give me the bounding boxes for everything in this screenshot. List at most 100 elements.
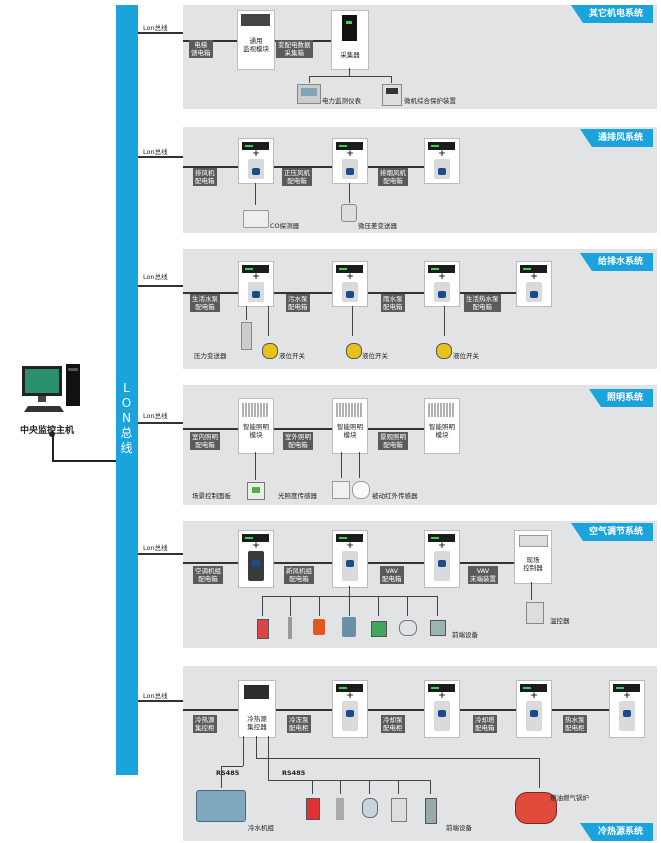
bus-tap: [138, 700, 183, 702]
bus-tap: [138, 553, 183, 555]
link-v: [341, 452, 342, 478]
bus-tap: [138, 32, 183, 34]
bus-tap: [138, 422, 183, 424]
label-tower: 冷却塔 配电箱: [473, 715, 497, 733]
controller-hw-pump[interactable]: +: [609, 680, 645, 738]
link-v: [340, 780, 341, 794]
device-icon: [288, 617, 292, 639]
monitor-module[interactable]: 通用 监视模块: [237, 10, 275, 70]
lon-label: Lon总线: [143, 412, 168, 420]
link-h: [256, 758, 539, 759]
label-sewage: 污水泵 配电箱: [286, 294, 310, 312]
link-v: [391, 76, 392, 83]
controller-sewage[interactable]: +: [332, 261, 368, 307]
label-lux: 光照度传感器: [278, 492, 317, 500]
controller-hot[interactable]: +: [516, 261, 552, 307]
controller-smoke-fan[interactable]: +: [424, 138, 460, 184]
collector[interactable]: 采集器: [331, 10, 369, 70]
label-rain: 雨水泵 配电箱: [381, 294, 405, 312]
field-controller-label: 现场 控制器: [523, 556, 543, 572]
label-hot: 生活热水泵 配电箱: [464, 294, 501, 312]
device-icon: [306, 798, 320, 820]
label-indoor: 室内照明 配电箱: [190, 432, 220, 450]
label-landscape: 景观照明 配电箱: [378, 432, 408, 450]
link-h: [268, 780, 430, 781]
label-relay: 微机综合保护装置: [404, 97, 456, 105]
link-v: [243, 736, 244, 766]
host-link-h: [52, 460, 116, 462]
link-h: [309, 76, 391, 77]
link-v: [407, 596, 408, 616]
link-v: [349, 596, 350, 616]
link-v: [430, 780, 431, 794]
controller-cw-pump[interactable]: +: [424, 680, 460, 738]
link-line: [183, 428, 443, 430]
link-v: [349, 183, 350, 203]
device-icon: [362, 798, 378, 818]
level-switch-icon: [346, 343, 362, 359]
link-v: [309, 76, 310, 83]
link-h: [262, 596, 438, 597]
module-label: 智能照明 模块: [243, 423, 269, 439]
label-dp: 微压差变送器: [358, 222, 397, 230]
co-detector-icon: [243, 210, 269, 228]
computer-icon: [22, 364, 80, 412]
label-hw-pump: 热水泵 配电柜: [563, 715, 587, 733]
link-v: [262, 596, 263, 616]
device-icon: [313, 619, 325, 635]
label-fresh: 新风机组 配电箱: [284, 566, 314, 584]
label-level-2: 液位开关: [362, 352, 388, 360]
label-smoke-fan: 排烟风机 配电箱: [378, 168, 408, 186]
lighting-module-2[interactable]: 智能照明 模块: [332, 398, 368, 454]
panel-title: 给排水系统: [579, 253, 653, 271]
host-link-dot: [49, 431, 55, 437]
device-icon: [430, 620, 446, 636]
controller-pressure-fan[interactable]: +: [332, 138, 368, 184]
lighting-module-3[interactable]: 智能照明 模块: [424, 398, 460, 454]
controller-ahu[interactable]: +: [238, 530, 274, 588]
host-link-v: [52, 434, 54, 462]
label-cw-pump: 冷却泵 配电柜: [381, 715, 405, 733]
controller-rain[interactable]: +: [424, 261, 460, 307]
controller-exhaust[interactable]: +: [238, 138, 274, 184]
device-icon: [336, 798, 344, 820]
link-v: [256, 736, 257, 758]
label-level-3: 液位开关: [453, 352, 479, 360]
link-line: [183, 166, 443, 168]
device-icon: [342, 617, 356, 637]
pir-sensor-icon: [352, 481, 370, 499]
link-v: [312, 780, 313, 794]
controller-vav[interactable]: +: [424, 530, 460, 588]
lon-label: Lon总线: [143, 24, 168, 32]
thermostat-icon: [526, 602, 544, 624]
label-front: 前端设备: [446, 824, 472, 832]
controller-fresh[interactable]: +: [332, 530, 368, 588]
central-host[interactable]: [20, 362, 90, 418]
label-chiller: 冷水机组: [248, 824, 274, 832]
label-vav-end: VAV 末端装置: [468, 566, 498, 584]
link-v: [349, 68, 350, 76]
panel-title: 通排风系统: [579, 129, 653, 147]
controller-domestic[interactable]: +: [238, 261, 274, 307]
label-pir: 被动红外传感器: [372, 492, 418, 500]
label-level-1: 液位开关: [279, 352, 305, 360]
module-label: 智能照明 模块: [429, 423, 455, 439]
link-v: [290, 596, 291, 616]
label-plant-box: 冷热源 集控柜: [193, 715, 217, 733]
field-controller[interactable]: 现场 控制器: [514, 530, 552, 584]
lighting-module-1[interactable]: 智能照明 模块: [238, 398, 274, 454]
panel-title: 照明系统: [588, 389, 653, 407]
collector-label: 采集器: [340, 51, 360, 59]
relay-icon: [382, 84, 402, 106]
link-line: [183, 709, 623, 711]
device-icon: [425, 798, 437, 824]
link-v: [268, 736, 269, 780]
controller-chw-pump[interactable]: +: [332, 680, 368, 738]
plant-controller[interactable]: 冷热源 集控器: [238, 680, 276, 738]
level-switch-icon: [436, 343, 452, 359]
link-v: [398, 780, 399, 794]
link-v: [319, 596, 320, 616]
link-v: [359, 452, 360, 478]
controller-tower[interactable]: +: [516, 680, 552, 738]
